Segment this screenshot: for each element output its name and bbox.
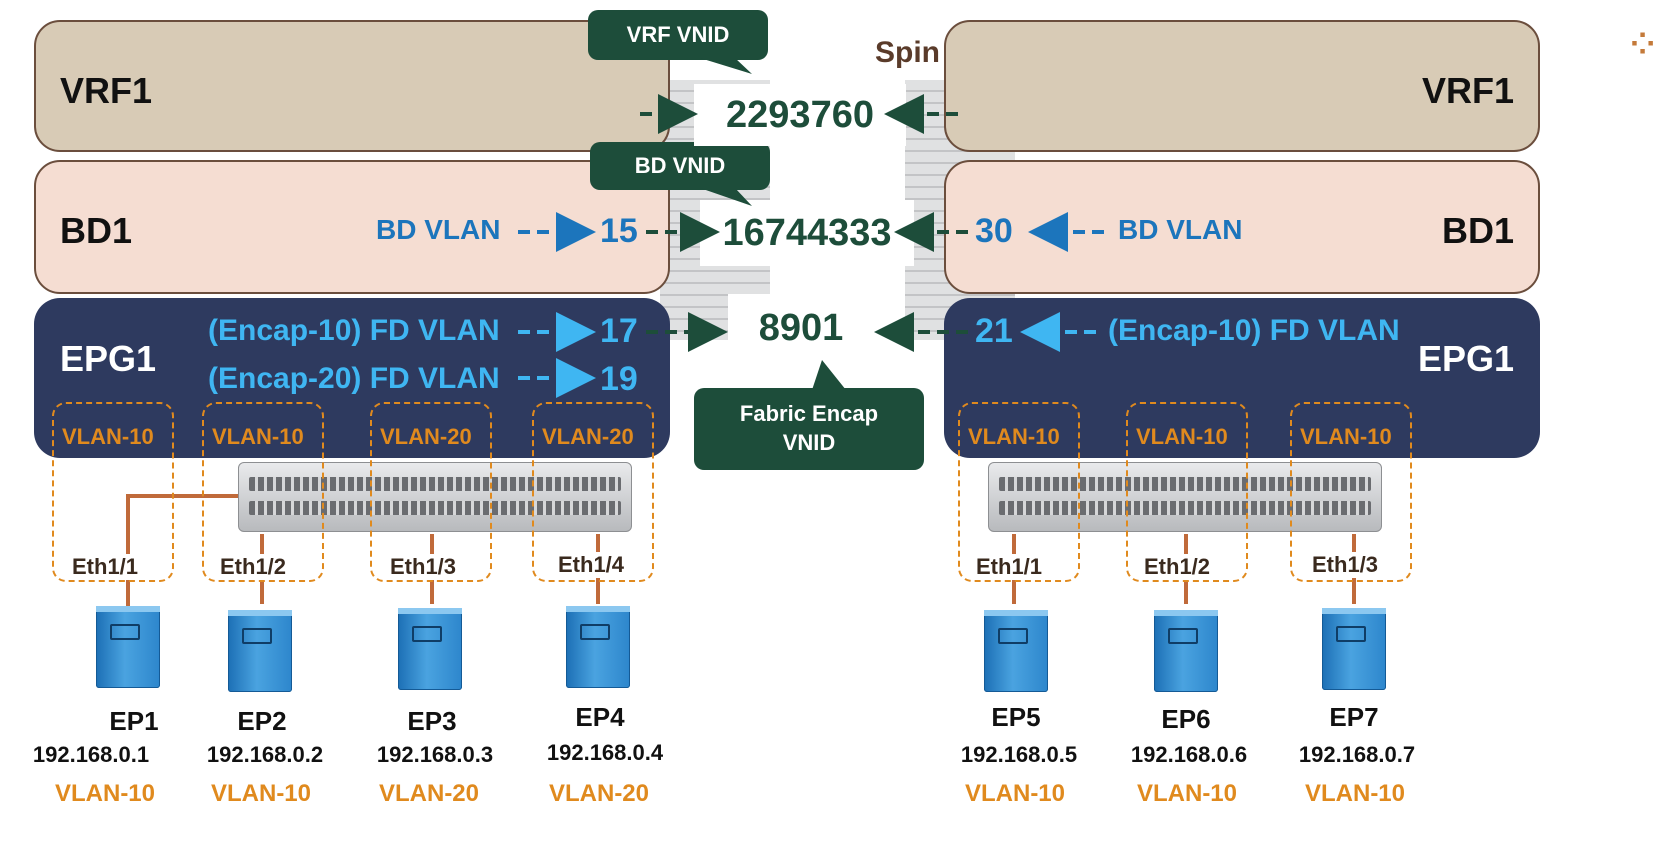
ep4-name: EP4 (575, 702, 625, 732)
ep7-ip: 192.168.0.7 (1298, 742, 1416, 767)
left-port-box-4 (532, 402, 654, 582)
left-vrf-label: VRF1 (60, 70, 153, 111)
left-port-vlan-4: VLAN-20 (542, 424, 634, 449)
ep7-vlan: VLAN-10 (1304, 780, 1406, 807)
right-bd-vlan-value: 30 (975, 212, 1013, 250)
left-epg-label: EPG1 (60, 338, 157, 379)
left-port-vlan-1: VLAN-10 (62, 424, 154, 449)
left-leaf-switch (238, 462, 632, 532)
fabric-encap-callout: Fabric Encap VNID (694, 388, 924, 470)
left-port-eth-2: Eth1/2 (218, 554, 289, 580)
right-port-box-1 (958, 402, 1080, 582)
right-fd-vlan-label-1: (Encap-10) FD VLAN (1108, 314, 1400, 347)
right-port-vlan-3: VLAN-10 (1300, 424, 1392, 449)
left-port-eth-4: Eth1/4 (556, 552, 627, 578)
left-port-box-1 (52, 402, 174, 582)
ep5-ip: 192.168.0.5 (960, 742, 1078, 767)
vrf-vnid-callout-text: VRF VNID (626, 21, 730, 47)
left-bd-vlan-label: BD VLAN (376, 214, 501, 245)
right-leaf-switch (988, 462, 1382, 532)
bd-vnid-callout-text: BD VNID (634, 152, 726, 178)
right-port-eth-2: Eth1/2 (1142, 554, 1213, 580)
ep6-name: EP6 (1161, 704, 1211, 734)
ep3-vlan: VLAN-20 (378, 780, 480, 807)
left-port-vlan-3: VLAN-20 (380, 424, 472, 449)
left-fd-vlan-value-2: 19 (600, 360, 638, 398)
right-port-box-3 (1290, 402, 1412, 582)
left-fd-vlan-label-1: (Encap-10) FD VLAN (208, 314, 500, 347)
server-icon (398, 608, 462, 690)
fabric-encap-callout-line2: VNID (782, 430, 836, 455)
ep4-ip: 192.168.0.4 (546, 740, 664, 765)
right-epg-label: EPG1 (1417, 338, 1514, 379)
right-port-vlan-2: VLAN-10 (1136, 424, 1228, 449)
fabric-encap-callout-line1: Fabric Encap (739, 401, 879, 427)
bd-vnid-callout: BD VNID (590, 142, 770, 190)
left-port-box-3 (370, 402, 492, 582)
ep1-vlan: VLAN-10 (54, 780, 156, 807)
ep2-name: EP2 (237, 706, 287, 736)
left-port-eth-1: Eth1/1 (70, 554, 141, 580)
ep4-vlan: VLAN-20 (548, 780, 650, 807)
left-port-vlan-2: VLAN-10 (212, 424, 304, 449)
server-icon (1154, 610, 1218, 692)
fabric-vnid-value: 8901 (728, 294, 874, 362)
server-icon (228, 610, 292, 692)
ep5-name: EP5 (991, 702, 1041, 732)
ep3-ip: 192.168.0.3 (376, 742, 494, 767)
ep3-name: EP3 (407, 706, 457, 736)
vrf-vnid-value: 2293760 (694, 84, 906, 146)
right-bd-label: BD1 (1441, 210, 1514, 251)
ep1-name: EP1 (109, 706, 159, 736)
left-bd-label: BD1 (60, 210, 133, 251)
bd-vnid-value: 16744333 (700, 200, 914, 266)
ep6-vlan: VLAN-10 (1136, 780, 1238, 807)
right-fd-vlan-value-1: 21 (975, 312, 1013, 350)
vrf-vnid-callout: VRF VNID (588, 10, 768, 60)
right-port-eth-3: Eth1/3 (1310, 552, 1381, 578)
ep6-ip: 192.168.0.6 (1130, 742, 1248, 767)
left-bd-vlan-value: 15 (600, 212, 638, 250)
left-fd-vlan-value-1: 17 (600, 312, 638, 350)
right-bd-vlan-label: BD VLAN (1118, 214, 1243, 245)
server-icon (96, 606, 160, 688)
server-icon (984, 610, 1048, 692)
callout-pointers (700, 58, 846, 390)
ep5-vlan: VLAN-10 (964, 780, 1066, 807)
left-port-box-2 (202, 402, 324, 582)
left-port-eth-3: Eth1/3 (388, 554, 459, 580)
ep2-ip: 192.168.0.2 (206, 742, 324, 767)
server-icon (566, 606, 630, 688)
ep7-name: EP7 (1329, 702, 1379, 732)
right-port-vlan-1: VLAN-10 (968, 424, 1060, 449)
fd-arrows (518, 312, 1096, 398)
right-port-box-2 (1126, 402, 1248, 582)
right-vrf-bar: VRF1 (944, 20, 1540, 152)
left-fd-vlan-label-2: (Encap-20) FD VLAN (208, 362, 500, 395)
right-vrf-label: VRF1 (1421, 70, 1514, 111)
left-vrf-bar: VRF1 (34, 20, 670, 152)
right-port-eth-1: Eth1/1 (974, 554, 1045, 580)
ep1-ip: 192.168.0.1 (32, 742, 150, 767)
server-icon (1322, 608, 1386, 690)
spine-label: Spin (875, 36, 940, 69)
ep2-vlan: VLAN-10 (210, 780, 312, 807)
